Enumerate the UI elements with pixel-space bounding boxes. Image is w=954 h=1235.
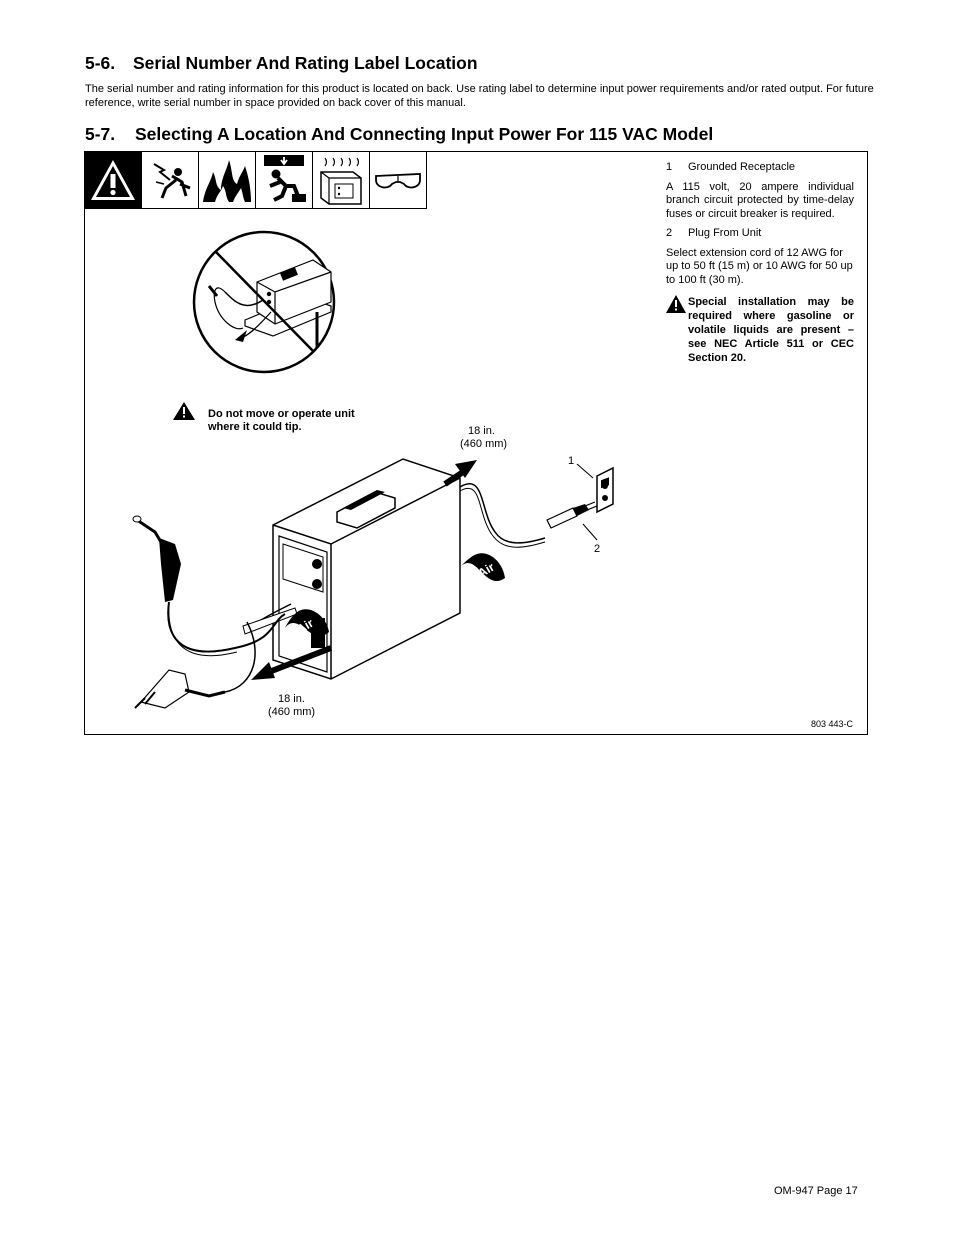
falling-equipment-icon bbox=[256, 152, 313, 209]
welding-gun-illustration bbox=[132, 515, 286, 657]
clearance-top-label: 18 in. bbox=[468, 425, 495, 437]
fire-icon bbox=[199, 152, 256, 209]
receptacle-illustration bbox=[596, 466, 614, 514]
tip-warning-text: Do not move or operate unit where it cou… bbox=[208, 408, 355, 433]
legend-item-1-label: Grounded Receptacle bbox=[688, 161, 796, 173]
airflow-indicator-front bbox=[285, 609, 329, 637]
safety-glasses-icon bbox=[370, 152, 427, 209]
callout-2: 2 bbox=[594, 543, 601, 555]
electric-shock-icon bbox=[142, 152, 199, 209]
special-installation-warning-text: Special installation may be required whe… bbox=[688, 296, 854, 364]
work-clamp-illustration bbox=[134, 621, 256, 709]
section-title: Selecting A Location And Connecting Inpu… bbox=[135, 124, 714, 144]
section-title: Serial Number And Rating Label Location bbox=[133, 53, 478, 73]
clearance-arrow-top bbox=[443, 460, 477, 487]
clearance-bottom-label-metric: (460 mm) bbox=[268, 706, 316, 718]
section-5-7-heading: 5-7. Selecting A Location And Connecting … bbox=[85, 124, 713, 145]
clearance-top-label-metric: (460 mm) bbox=[460, 438, 508, 450]
installation-diagram bbox=[132, 230, 614, 709]
legend-item-2-text: Select extension cord of 12 AWG for up t… bbox=[666, 246, 853, 286]
warning-icon bbox=[85, 152, 142, 209]
clearance-arrow-bottom bbox=[251, 645, 333, 680]
callout-1: 1 bbox=[568, 455, 575, 467]
section-5-6-body: The serial number and rating information… bbox=[85, 83, 874, 109]
legend-item-1-text: A 115 volt, 20 ampere individual branch … bbox=[666, 180, 854, 220]
figure-panel: Do not move or operate unit where it cou… bbox=[84, 151, 868, 735]
section-number: 5-7. bbox=[85, 124, 116, 144]
figure-code: 803 443-C bbox=[811, 719, 854, 729]
legend-item-2-label: Plug From Unit bbox=[688, 227, 762, 239]
welder-unit-illustration bbox=[242, 458, 461, 680]
clearance-bottom-label: 18 in. bbox=[278, 693, 305, 705]
callout-1-leader bbox=[576, 463, 594, 479]
warning-icon bbox=[173, 402, 195, 420]
section-number: 5-6. bbox=[85, 53, 116, 73]
hot-parts-icon bbox=[313, 152, 370, 209]
warning-icon bbox=[666, 295, 688, 365]
special-installation-warning: Special installation may be required whe… bbox=[666, 295, 854, 365]
page-footer: OM-947 Page 17 bbox=[774, 1185, 858, 1197]
power-cord-illustration bbox=[459, 483, 598, 548]
safety-icon-strip bbox=[85, 152, 427, 209]
callout-2-leader bbox=[582, 523, 598, 541]
section-5-6-heading: 5-6. Serial Number And Rating Label Locat… bbox=[85, 53, 478, 74]
tip-hazard-illustration bbox=[192, 230, 336, 374]
airflow-indicator-right bbox=[461, 553, 505, 582]
